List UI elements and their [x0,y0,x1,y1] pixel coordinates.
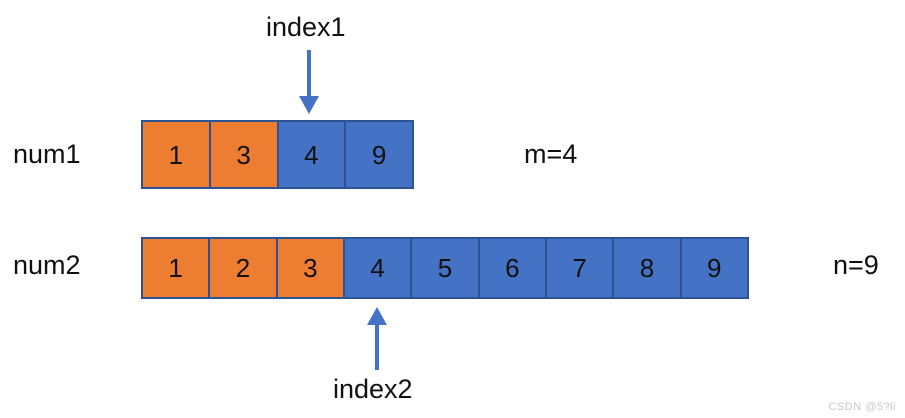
array-cell: 1 [143,122,211,187]
array-cell: 3 [210,122,279,187]
array-cell: 3 [277,239,345,297]
size-label-n: n=9 [833,250,879,280]
array-num2: 1 2 3 4 5 6 7 8 9 [141,237,749,299]
array-cell: 4 [278,122,347,187]
array-num1: 1 3 4 9 [141,120,414,189]
array-cell: 4 [344,239,413,297]
array-cell: 7 [546,239,615,297]
array-cell: 9 [346,122,412,187]
array-cell: 6 [479,239,547,297]
pointer-label-index2: index2 [333,374,413,404]
row-label-num1: num1 [13,139,81,169]
array-cell: 1 [143,239,211,297]
arrow-down-index1 [299,50,319,114]
array-cell: 5 [412,239,480,297]
arrow-up-index2 [367,307,387,370]
watermark: CSDN @5?li [828,401,896,413]
array-cell: 8 [614,239,682,297]
size-label-m: m=4 [524,139,578,169]
array-cell: 2 [210,239,278,297]
array-cell: 9 [681,239,747,297]
row-label-num2: num2 [13,250,81,280]
pointer-label-index1: index1 [266,12,346,42]
